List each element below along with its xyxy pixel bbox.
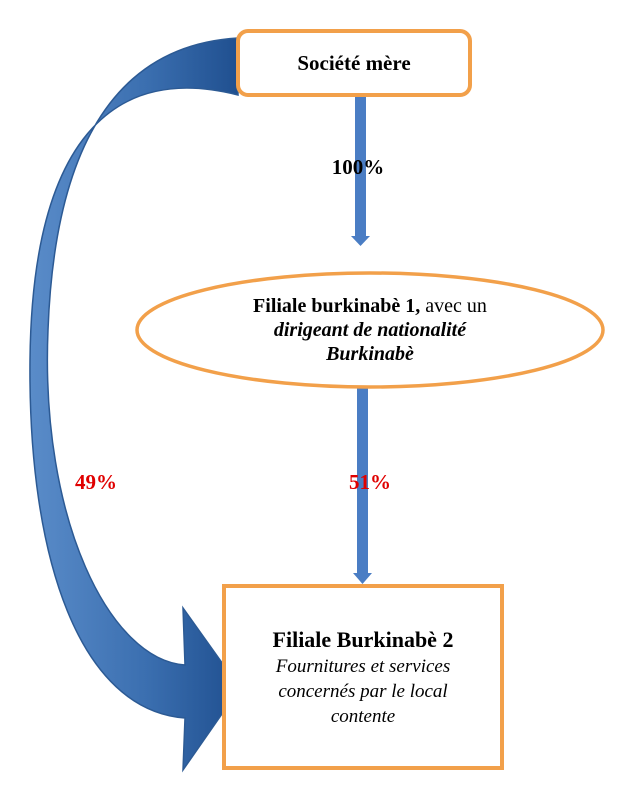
subsidiary1-line3: Burkinabè — [326, 343, 414, 365]
percent-parent-to-sub1: 100% — [331, 155, 385, 179]
subsidiary1-line2: dirigeant de nationalité — [273, 319, 467, 341]
subsidiary1-label: Filiale burkinabè 1, avec un dirigeant d… — [150, 275, 590, 385]
curved-arrow-parent-to-sub2 — [29, 37, 241, 773]
subsidiary1-suffix: avec un — [420, 295, 487, 317]
arrowhead-sub1-to-sub2 — [353, 573, 372, 584]
parent-label: Société mère — [238, 31, 470, 95]
subsidiary2-line2: concernés par le local — [278, 680, 448, 702]
subsidiary2-label: Filiale Burkinabè 2 Fournitures et servi… — [224, 586, 502, 768]
subsidiary2-box — [222, 584, 504, 770]
percent-parent-to-sub2: 49% — [75, 470, 117, 494]
percent-sub1-to-sub2: 51% — [349, 470, 391, 494]
arrowhead-parent-to-sub1 — [351, 236, 370, 246]
arrow-shaft-sub1-to-sub2 — [357, 388, 368, 573]
subsidiary1-line1: Filiale burkinabè 1, avec un — [253, 294, 487, 318]
subsidiary2-line3: contente — [330, 705, 396, 727]
subsidiary2-line1: Fournitures et services — [275, 655, 451, 677]
subsidiary1-ellipse — [135, 271, 605, 389]
parent-box — [236, 29, 472, 97]
arrow-shaft-parent-to-sub1 — [355, 96, 366, 236]
subsidiary1-title: Filiale burkinabè 1, — [253, 295, 421, 317]
subsidiary2-title: Filiale Burkinabè 2 — [272, 626, 454, 652]
parent-title: Société mère — [297, 50, 411, 75]
